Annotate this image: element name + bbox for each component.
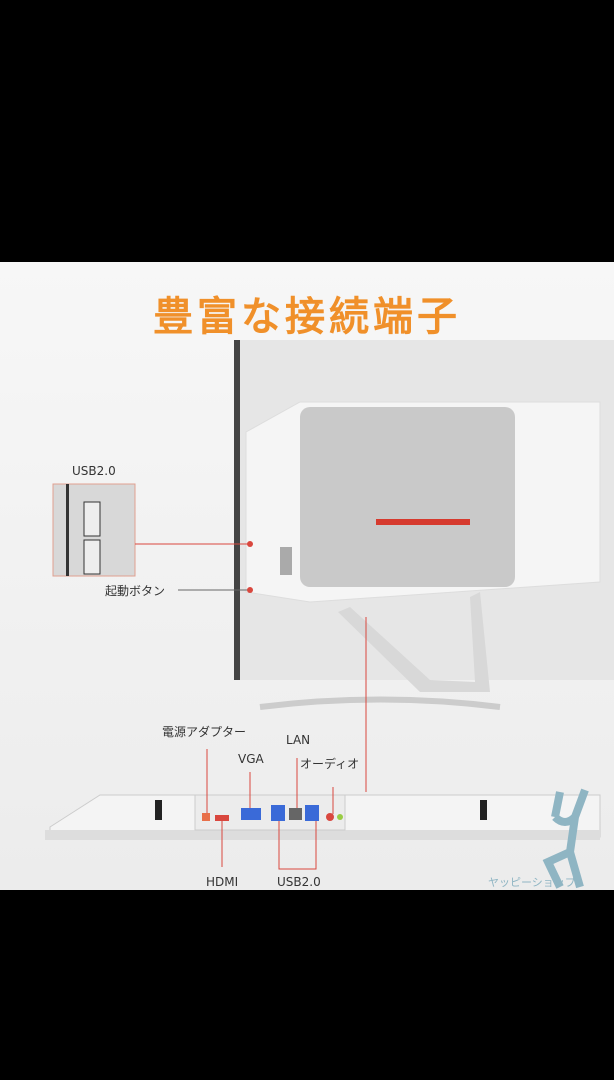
vga-label: VGA	[238, 752, 264, 766]
stand-base	[259, 696, 501, 710]
vga-port	[241, 808, 261, 820]
port-panel	[194, 794, 346, 831]
red-stripe	[376, 519, 470, 525]
closeup-edge	[66, 484, 69, 576]
power-adapter-port	[202, 813, 210, 821]
product-illustration	[45, 340, 614, 889]
vent-grille	[280, 547, 292, 575]
stand	[338, 592, 490, 692]
bottom-usb-label: USB2.0	[277, 875, 321, 889]
power-adapter-label: 電源アダプター	[162, 725, 247, 739]
usb-port	[271, 805, 285, 821]
hdmi-label: HDMI	[206, 875, 239, 889]
speaker-slot	[480, 800, 487, 820]
lan-label: LAN	[286, 733, 311, 747]
side-usb-label: USB2.0	[72, 464, 116, 478]
page-title: 豊富な接続端子	[153, 294, 461, 340]
lan-port	[289, 808, 302, 820]
usb-port	[305, 805, 319, 821]
audio-port	[337, 814, 343, 820]
usb-port-closeup	[83, 501, 101, 537]
rear-cover	[300, 407, 515, 587]
callout-dot	[247, 541, 253, 547]
audio-port	[326, 813, 334, 821]
audio-label: オーディオ	[300, 757, 360, 771]
usb-port-closeup	[83, 539, 101, 575]
speaker-slot	[155, 800, 162, 820]
power-button-label: 起動ボタン	[105, 584, 166, 598]
hdmi-port	[215, 815, 229, 821]
callout-dot	[247, 587, 253, 593]
product-image-panel: 豊富な接続端子 USB2.0 起動ボタン 電源アダプター LAN VGA オーデ…	[0, 262, 614, 890]
deer-logo	[542, 788, 589, 889]
bottom-view-bezel	[45, 830, 600, 840]
watermark: ヤッピーショップ	[488, 876, 576, 889]
port-callout-lines	[206, 749, 334, 870]
